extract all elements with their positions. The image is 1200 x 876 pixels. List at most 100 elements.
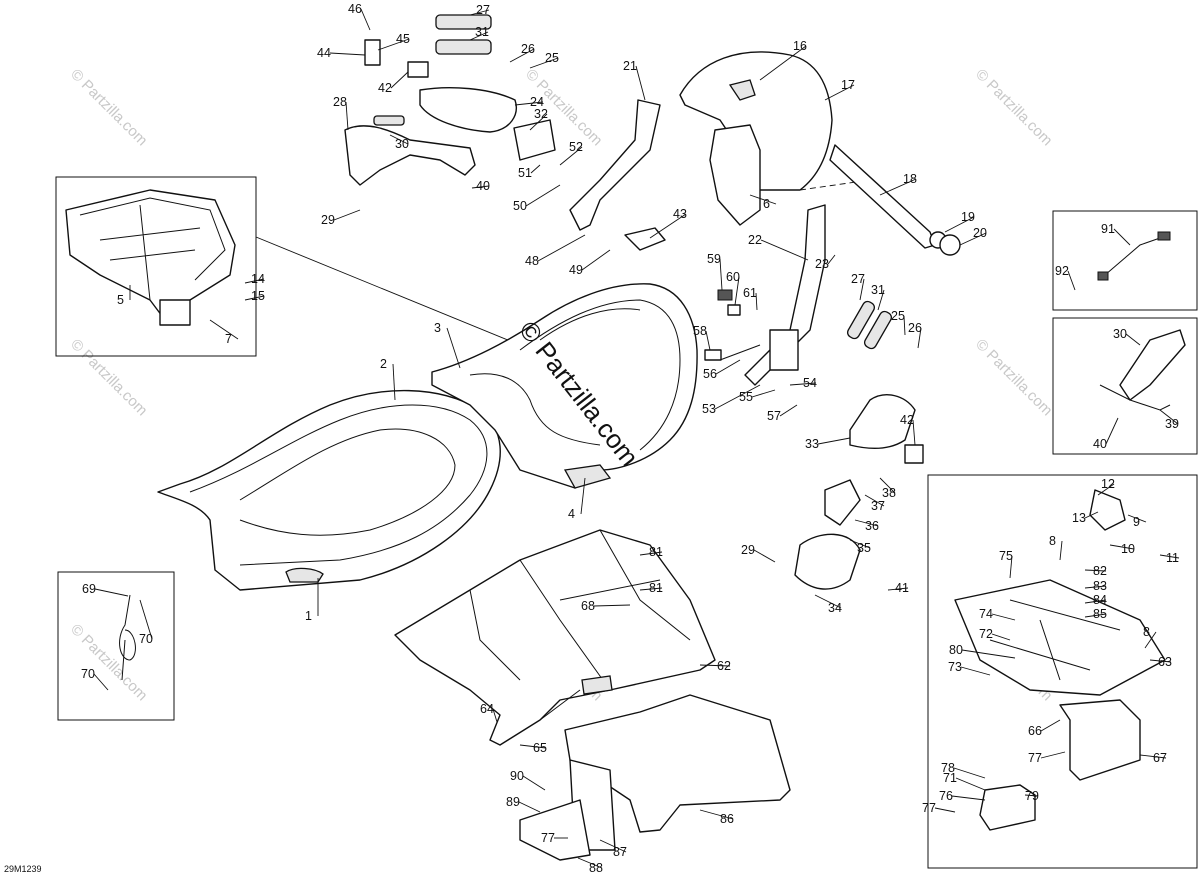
callout-leader bbox=[1084, 569, 1107, 572]
callout-leader bbox=[1113, 228, 1131, 246]
callout-leader bbox=[912, 419, 916, 446]
callout-66: 66 bbox=[1028, 724, 1042, 738]
callout-92: 92 bbox=[1055, 264, 1069, 278]
callout-leader bbox=[1040, 751, 1066, 759]
callout-leader bbox=[955, 777, 986, 791]
grip-inset bbox=[1099, 329, 1186, 411]
callout-18: 18 bbox=[903, 172, 917, 186]
callout-leader bbox=[649, 213, 687, 239]
callout-leader bbox=[529, 113, 548, 131]
callout-61: 61 bbox=[743, 286, 757, 300]
callout-22: 22 bbox=[748, 233, 762, 247]
callout-leader bbox=[1149, 659, 1172, 663]
callout-leader bbox=[789, 382, 817, 386]
callout-leader bbox=[699, 664, 731, 667]
callout-17: 17 bbox=[841, 78, 855, 92]
callout-50: 50 bbox=[513, 199, 527, 213]
callout-leader bbox=[879, 178, 917, 196]
callout-20: 20 bbox=[973, 226, 987, 240]
callout-31: 31 bbox=[871, 283, 885, 297]
callout-58: 58 bbox=[693, 324, 707, 338]
inset-box-cable bbox=[57, 571, 175, 721]
inset-box-harness bbox=[1052, 210, 1198, 311]
callout-8: 8 bbox=[1049, 534, 1056, 548]
rear-fender-body bbox=[394, 529, 716, 746]
callout-44: 44 bbox=[317, 46, 331, 60]
callout-57: 57 bbox=[767, 409, 781, 423]
callout-leader bbox=[917, 327, 922, 349]
callout-2: 2 bbox=[380, 357, 387, 371]
callout-leader bbox=[492, 708, 498, 723]
callout-41: 41 bbox=[895, 581, 909, 595]
callout-leader bbox=[1159, 554, 1180, 559]
callout-40: 40 bbox=[1093, 437, 1107, 451]
callout-5: 5 bbox=[117, 293, 124, 307]
callout-84: 84 bbox=[1093, 593, 1107, 607]
callout-leader bbox=[951, 795, 986, 801]
callout-leader bbox=[991, 613, 1016, 621]
callout-71: 71 bbox=[943, 771, 957, 785]
callout-leader bbox=[1125, 333, 1141, 346]
callout-54: 54 bbox=[803, 376, 817, 390]
callout-80: 80 bbox=[949, 643, 963, 657]
callout-leader bbox=[139, 599, 153, 640]
callout-4: 4 bbox=[568, 507, 575, 521]
callout-leader bbox=[529, 57, 559, 69]
callout-88: 88 bbox=[589, 861, 603, 875]
callout-40: 40 bbox=[476, 179, 490, 193]
watermark: © Partzilla.com bbox=[972, 66, 1055, 149]
callout-leader bbox=[714, 384, 761, 410]
callout-leader bbox=[1067, 270, 1076, 291]
callout-leader bbox=[593, 604, 631, 607]
callout-leader bbox=[389, 134, 409, 145]
callout-39: 39 bbox=[1165, 417, 1179, 431]
callout-leader bbox=[1144, 631, 1157, 649]
callout-79: 79 bbox=[1025, 789, 1039, 803]
callout-leader bbox=[580, 477, 586, 515]
callout-33: 33 bbox=[805, 437, 819, 451]
callout-49: 49 bbox=[569, 263, 583, 277]
callout-leader bbox=[94, 588, 129, 597]
callout-leader bbox=[779, 404, 798, 417]
callout-leader bbox=[537, 234, 586, 262]
callout-82: 82 bbox=[1093, 564, 1107, 578]
watermark: © Partzilla.com bbox=[67, 336, 150, 419]
callout-leader bbox=[209, 319, 239, 340]
callout-85: 85 bbox=[1093, 607, 1107, 621]
callout-leader bbox=[864, 494, 885, 507]
callout-leader bbox=[760, 239, 809, 261]
callout-leader bbox=[991, 633, 1011, 641]
callout-60: 60 bbox=[726, 270, 740, 284]
callout-leader bbox=[1059, 540, 1063, 561]
callout-leader bbox=[530, 164, 541, 174]
callout-32: 32 bbox=[534, 107, 548, 121]
callout-leader bbox=[518, 801, 541, 813]
callout-leader bbox=[854, 519, 879, 527]
callout-63: 63 bbox=[1158, 655, 1172, 669]
callout-65: 65 bbox=[533, 741, 547, 755]
callout-leader bbox=[859, 278, 865, 301]
callout-leader bbox=[360, 8, 371, 31]
callout-13: 13 bbox=[1072, 511, 1086, 525]
callout-leader bbox=[715, 359, 741, 375]
inset-box-seat-base bbox=[55, 176, 257, 357]
callout-8: 8 bbox=[1143, 625, 1150, 639]
callout-43: 43 bbox=[673, 207, 687, 221]
callout-leader bbox=[377, 38, 410, 51]
callout-leader bbox=[755, 292, 758, 311]
callout-77: 77 bbox=[541, 831, 555, 845]
callout-leader bbox=[1024, 794, 1039, 797]
callout-26: 26 bbox=[521, 42, 535, 56]
callout-leader bbox=[1084, 613, 1107, 618]
callout-29: 29 bbox=[321, 213, 335, 227]
callout-10: 10 bbox=[1121, 542, 1135, 556]
callout-leader bbox=[1084, 511, 1099, 519]
callout-leader bbox=[599, 839, 627, 853]
callout-leader bbox=[390, 71, 409, 89]
handle-cluster bbox=[344, 14, 556, 186]
seat-base-frame bbox=[65, 189, 516, 344]
diagram-code: 29M1239 bbox=[4, 864, 42, 874]
callout-leader bbox=[944, 216, 975, 233]
callout-42: 42 bbox=[378, 81, 392, 95]
